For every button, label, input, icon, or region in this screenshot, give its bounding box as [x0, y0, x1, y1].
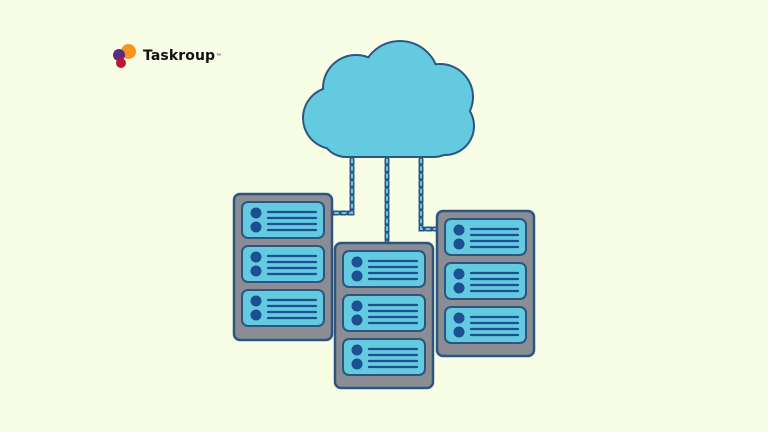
server-led — [351, 314, 363, 326]
brand-trademark: ™ — [216, 53, 222, 59]
server-led — [453, 312, 465, 324]
server-rack-icon — [435, 209, 536, 358]
chain-right — [418, 149, 440, 232]
brand-name: Taskroup — [143, 48, 216, 64]
connection-chains-inner — [331, 151, 438, 244]
taskroup-logo-icon — [112, 42, 140, 70]
server-led — [250, 221, 262, 233]
server-led — [351, 256, 363, 268]
server-unit — [444, 218, 527, 256]
server-led — [453, 282, 465, 294]
server-led — [453, 268, 465, 280]
server-rack-icon — [333, 241, 435, 390]
brand-logo: Taskroup ™ — [112, 42, 221, 70]
server-led — [250, 207, 262, 219]
server-unit — [444, 262, 527, 300]
server-led — [250, 295, 262, 307]
server-led — [250, 265, 262, 277]
server-unit — [241, 201, 325, 239]
server-rack-icon — [232, 192, 334, 342]
cloud-icon — [302, 40, 475, 158]
server-unit — [241, 289, 325, 327]
server-unit — [241, 245, 325, 283]
server-led — [250, 309, 262, 321]
server-led — [351, 358, 363, 370]
server-led — [351, 270, 363, 282]
server-led — [453, 224, 465, 236]
server-unit — [444, 306, 527, 344]
server-led — [453, 326, 465, 338]
server-unit — [342, 250, 426, 288]
server-led — [351, 300, 363, 312]
server-unit — [342, 294, 426, 332]
server-led — [351, 344, 363, 356]
chain-left — [329, 149, 355, 216]
server-led — [250, 251, 262, 263]
server-led — [453, 238, 465, 250]
server-unit — [342, 338, 426, 376]
server-racks — [232, 192, 536, 390]
